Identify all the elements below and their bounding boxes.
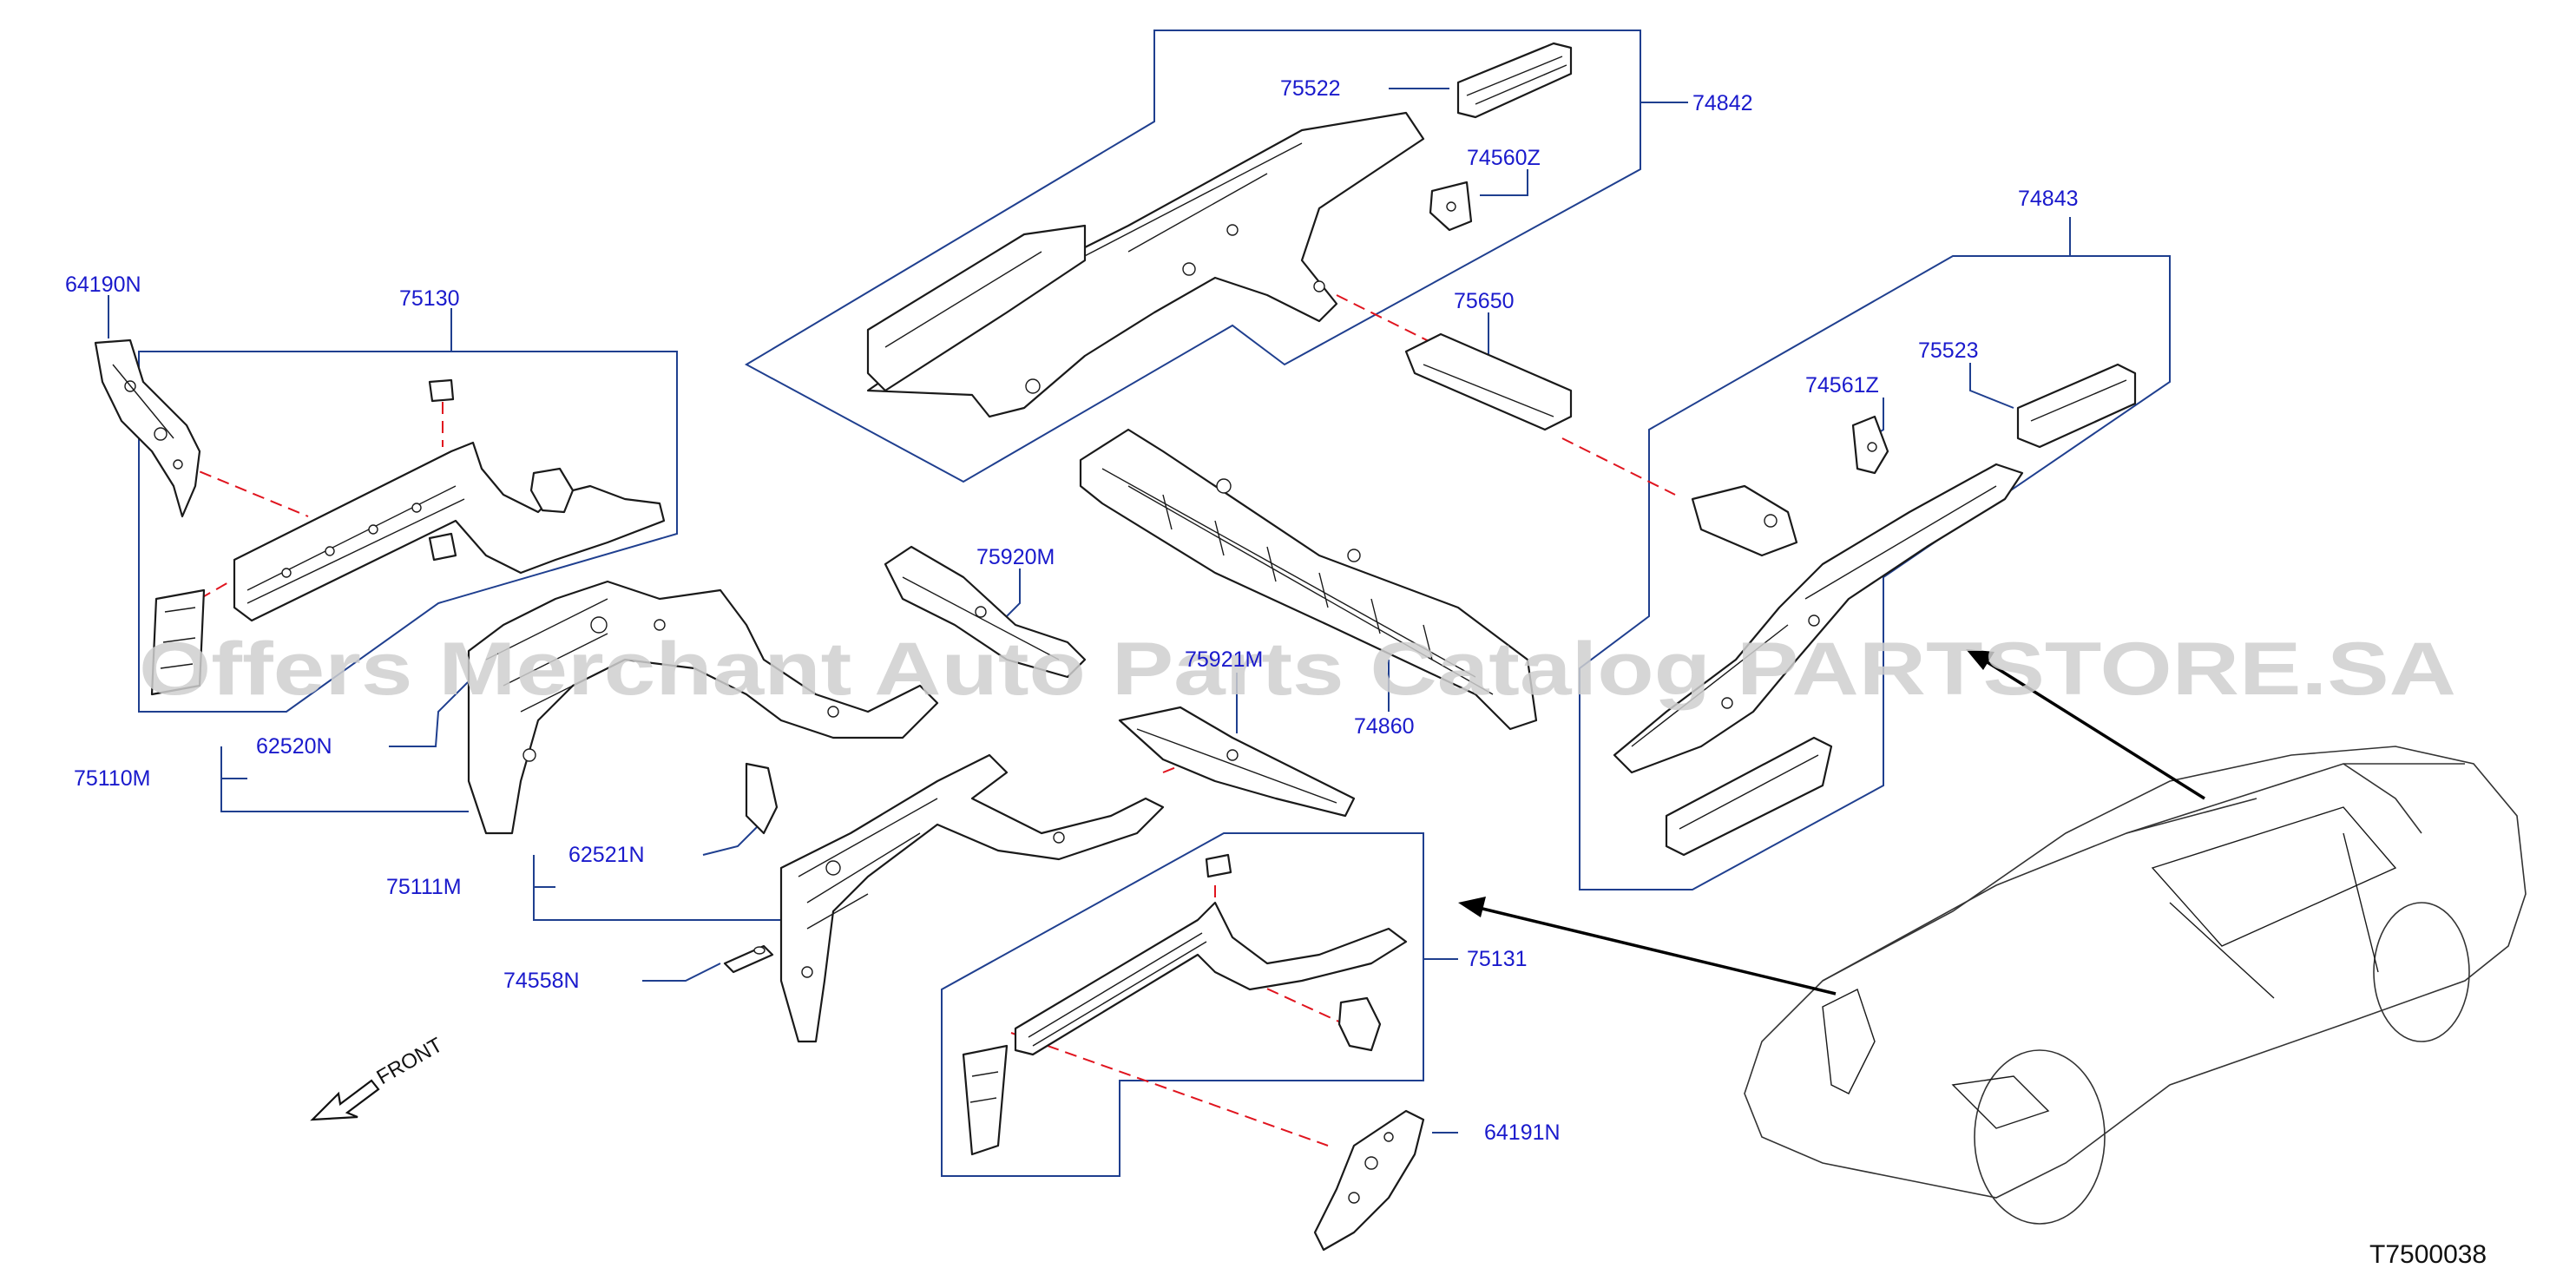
part-75130-drawing <box>150 378 666 696</box>
label-62521N[interactable]: 62521N <box>568 843 645 867</box>
label-75523[interactable]: 75523 <box>1918 338 1979 363</box>
box-75130 <box>138 351 678 713</box>
part-74842-drawing <box>866 111 1425 418</box>
part-labels: 64190N 75130 75522 74842 74560Z 74843 75… <box>65 76 2079 1145</box>
diagram-code: T7500038 <box>2369 1240 2487 1269</box>
car-outline-drawing <box>1744 746 2527 1225</box>
group-boxes <box>108 30 2171 1177</box>
label-75130[interactable]: 75130 <box>399 286 460 311</box>
label-75111M[interactable]: 75111M <box>386 875 462 899</box>
box-74843 <box>1579 255 2171 890</box>
watermark-text: Offers Merchant Auto Parts Catalog PARTS… <box>139 628 2456 711</box>
part-74843-drawing <box>1613 463 2024 857</box>
part-62521N-drawing <box>745 762 779 835</box>
label-74860[interactable]: 74860 <box>1354 714 1415 739</box>
box-74842 <box>744 30 1641 483</box>
part-74558N-drawing <box>723 944 774 974</box>
front-arrow-icon <box>310 1079 380 1121</box>
front-label: FRONT <box>373 1033 447 1089</box>
label-74842[interactable]: 74842 <box>1692 91 1753 115</box>
part-75522-drawing <box>1456 42 1573 119</box>
part-64190N-drawing <box>94 338 201 518</box>
part-74561Z-drawing <box>1851 415 1889 475</box>
callout-arrows <box>310 649 2205 1121</box>
part-75131-drawing <box>962 853 1408 1156</box>
box-75131 <box>941 832 1424 1177</box>
label-75522[interactable]: 75522 <box>1280 76 1341 101</box>
label-64191N[interactable]: 64191N <box>1484 1120 1561 1145</box>
label-75110M[interactable]: 75110M <box>74 766 151 791</box>
part-74560Z-drawing <box>1429 181 1473 232</box>
part-75111M-drawing <box>779 753 1165 1043</box>
part-64191N-drawing <box>1313 1109 1425 1252</box>
label-75921M[interactable]: 75921M <box>1185 647 1263 672</box>
part-75650-drawing <box>1404 332 1573 431</box>
label-64190N[interactable]: 64190N <box>65 273 141 297</box>
label-74560Z[interactable]: 74560Z <box>1467 146 1541 170</box>
label-75650[interactable]: 75650 <box>1454 289 1515 313</box>
label-74843[interactable]: 74843 <box>2018 187 2079 211</box>
label-74561Z[interactable]: 74561Z <box>1805 373 1879 398</box>
label-75131[interactable]: 75131 <box>1467 947 1528 971</box>
part-75920M-drawing <box>884 545 1087 679</box>
part-75110M-drawing <box>467 580 939 835</box>
label-62520N[interactable]: 62520N <box>256 734 332 759</box>
label-75920M[interactable]: 75920M <box>976 545 1055 569</box>
label-74558N[interactable]: 74558N <box>503 969 580 993</box>
part-74860-drawing <box>1079 428 1538 731</box>
part-75921M-drawing <box>1118 706 1356 818</box>
part-75523-drawing <box>2016 363 2137 449</box>
alignment-lines <box>181 294 1676 1147</box>
